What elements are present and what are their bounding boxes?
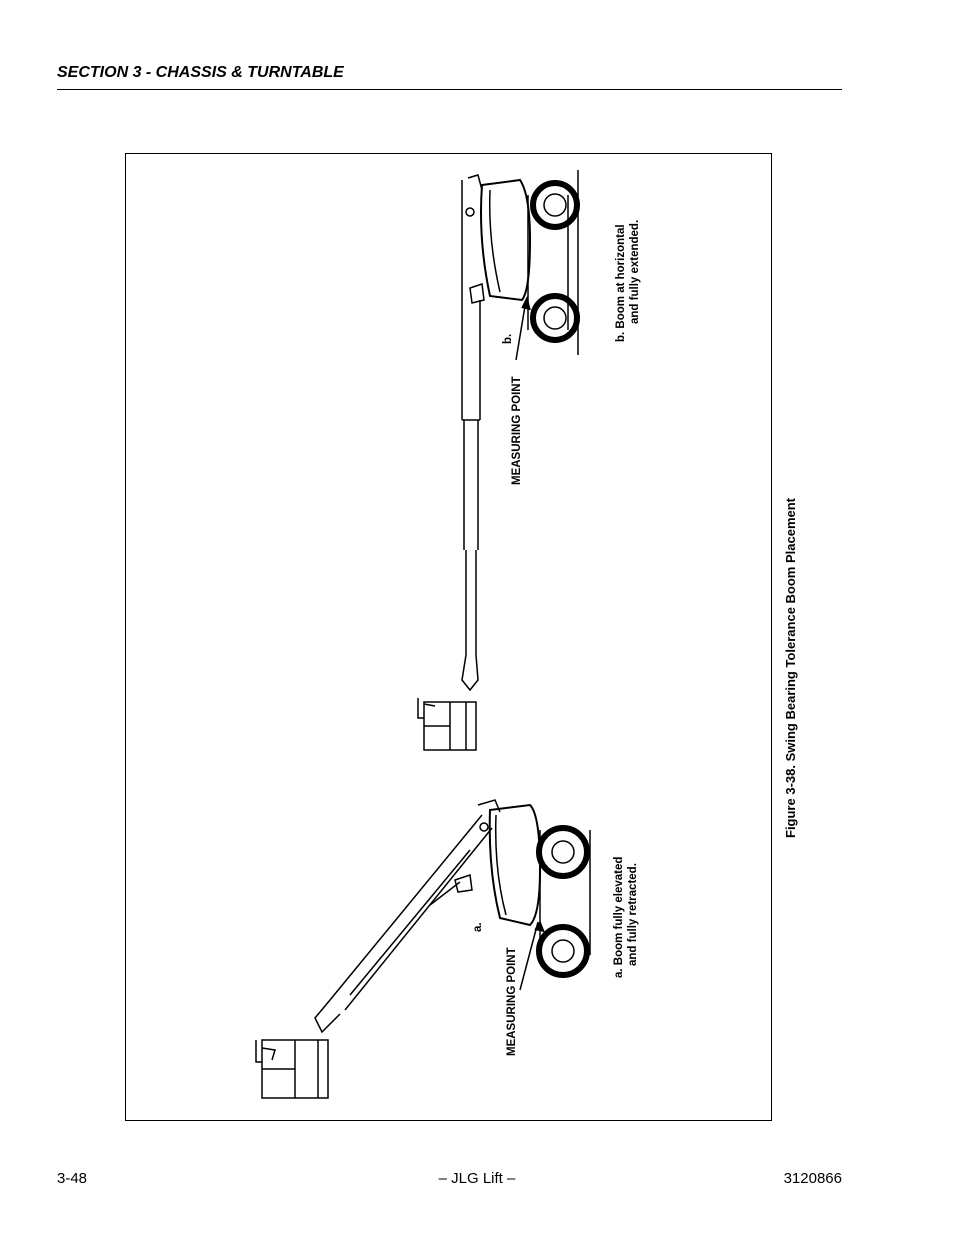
view-a-letter: a. xyxy=(472,922,484,932)
view-a-description-line1: a. Boom fully elevated xyxy=(613,856,625,978)
figure-caption: Figure 3-38. Swing Bearing Tolerance Boo… xyxy=(783,497,798,838)
view-b-letter: b. xyxy=(502,333,514,344)
machine-a-elevated xyxy=(255,799,591,1099)
header-rule xyxy=(57,89,842,90)
page-number: 3-48 xyxy=(57,1170,88,1187)
section-header-title: SECTION 3 - CHASSIS & TURNTABLE xyxy=(57,64,344,81)
figure-frame xyxy=(125,153,772,1121)
footer-center-text: – JLG Lift – xyxy=(438,1170,516,1187)
view-b-measuring-point-label: MEASURING POINT xyxy=(511,376,523,485)
view-a-description-line2: and fully retracted. xyxy=(627,863,639,966)
view-a-description: a. Boom fully elevated and fully retract… xyxy=(612,857,640,978)
view-b-description-line2: and fully extended. xyxy=(629,219,641,324)
view-b-description: b. Boom at horizontal and fully extended… xyxy=(614,220,642,342)
document-number: 3120866 xyxy=(783,1170,842,1187)
view-b-description-line1: b. Boom at horizontal xyxy=(615,224,627,342)
view-a-measuring-point-label: MEASURING POINT xyxy=(506,947,518,1056)
machine-b-horizontal xyxy=(417,170,580,751)
